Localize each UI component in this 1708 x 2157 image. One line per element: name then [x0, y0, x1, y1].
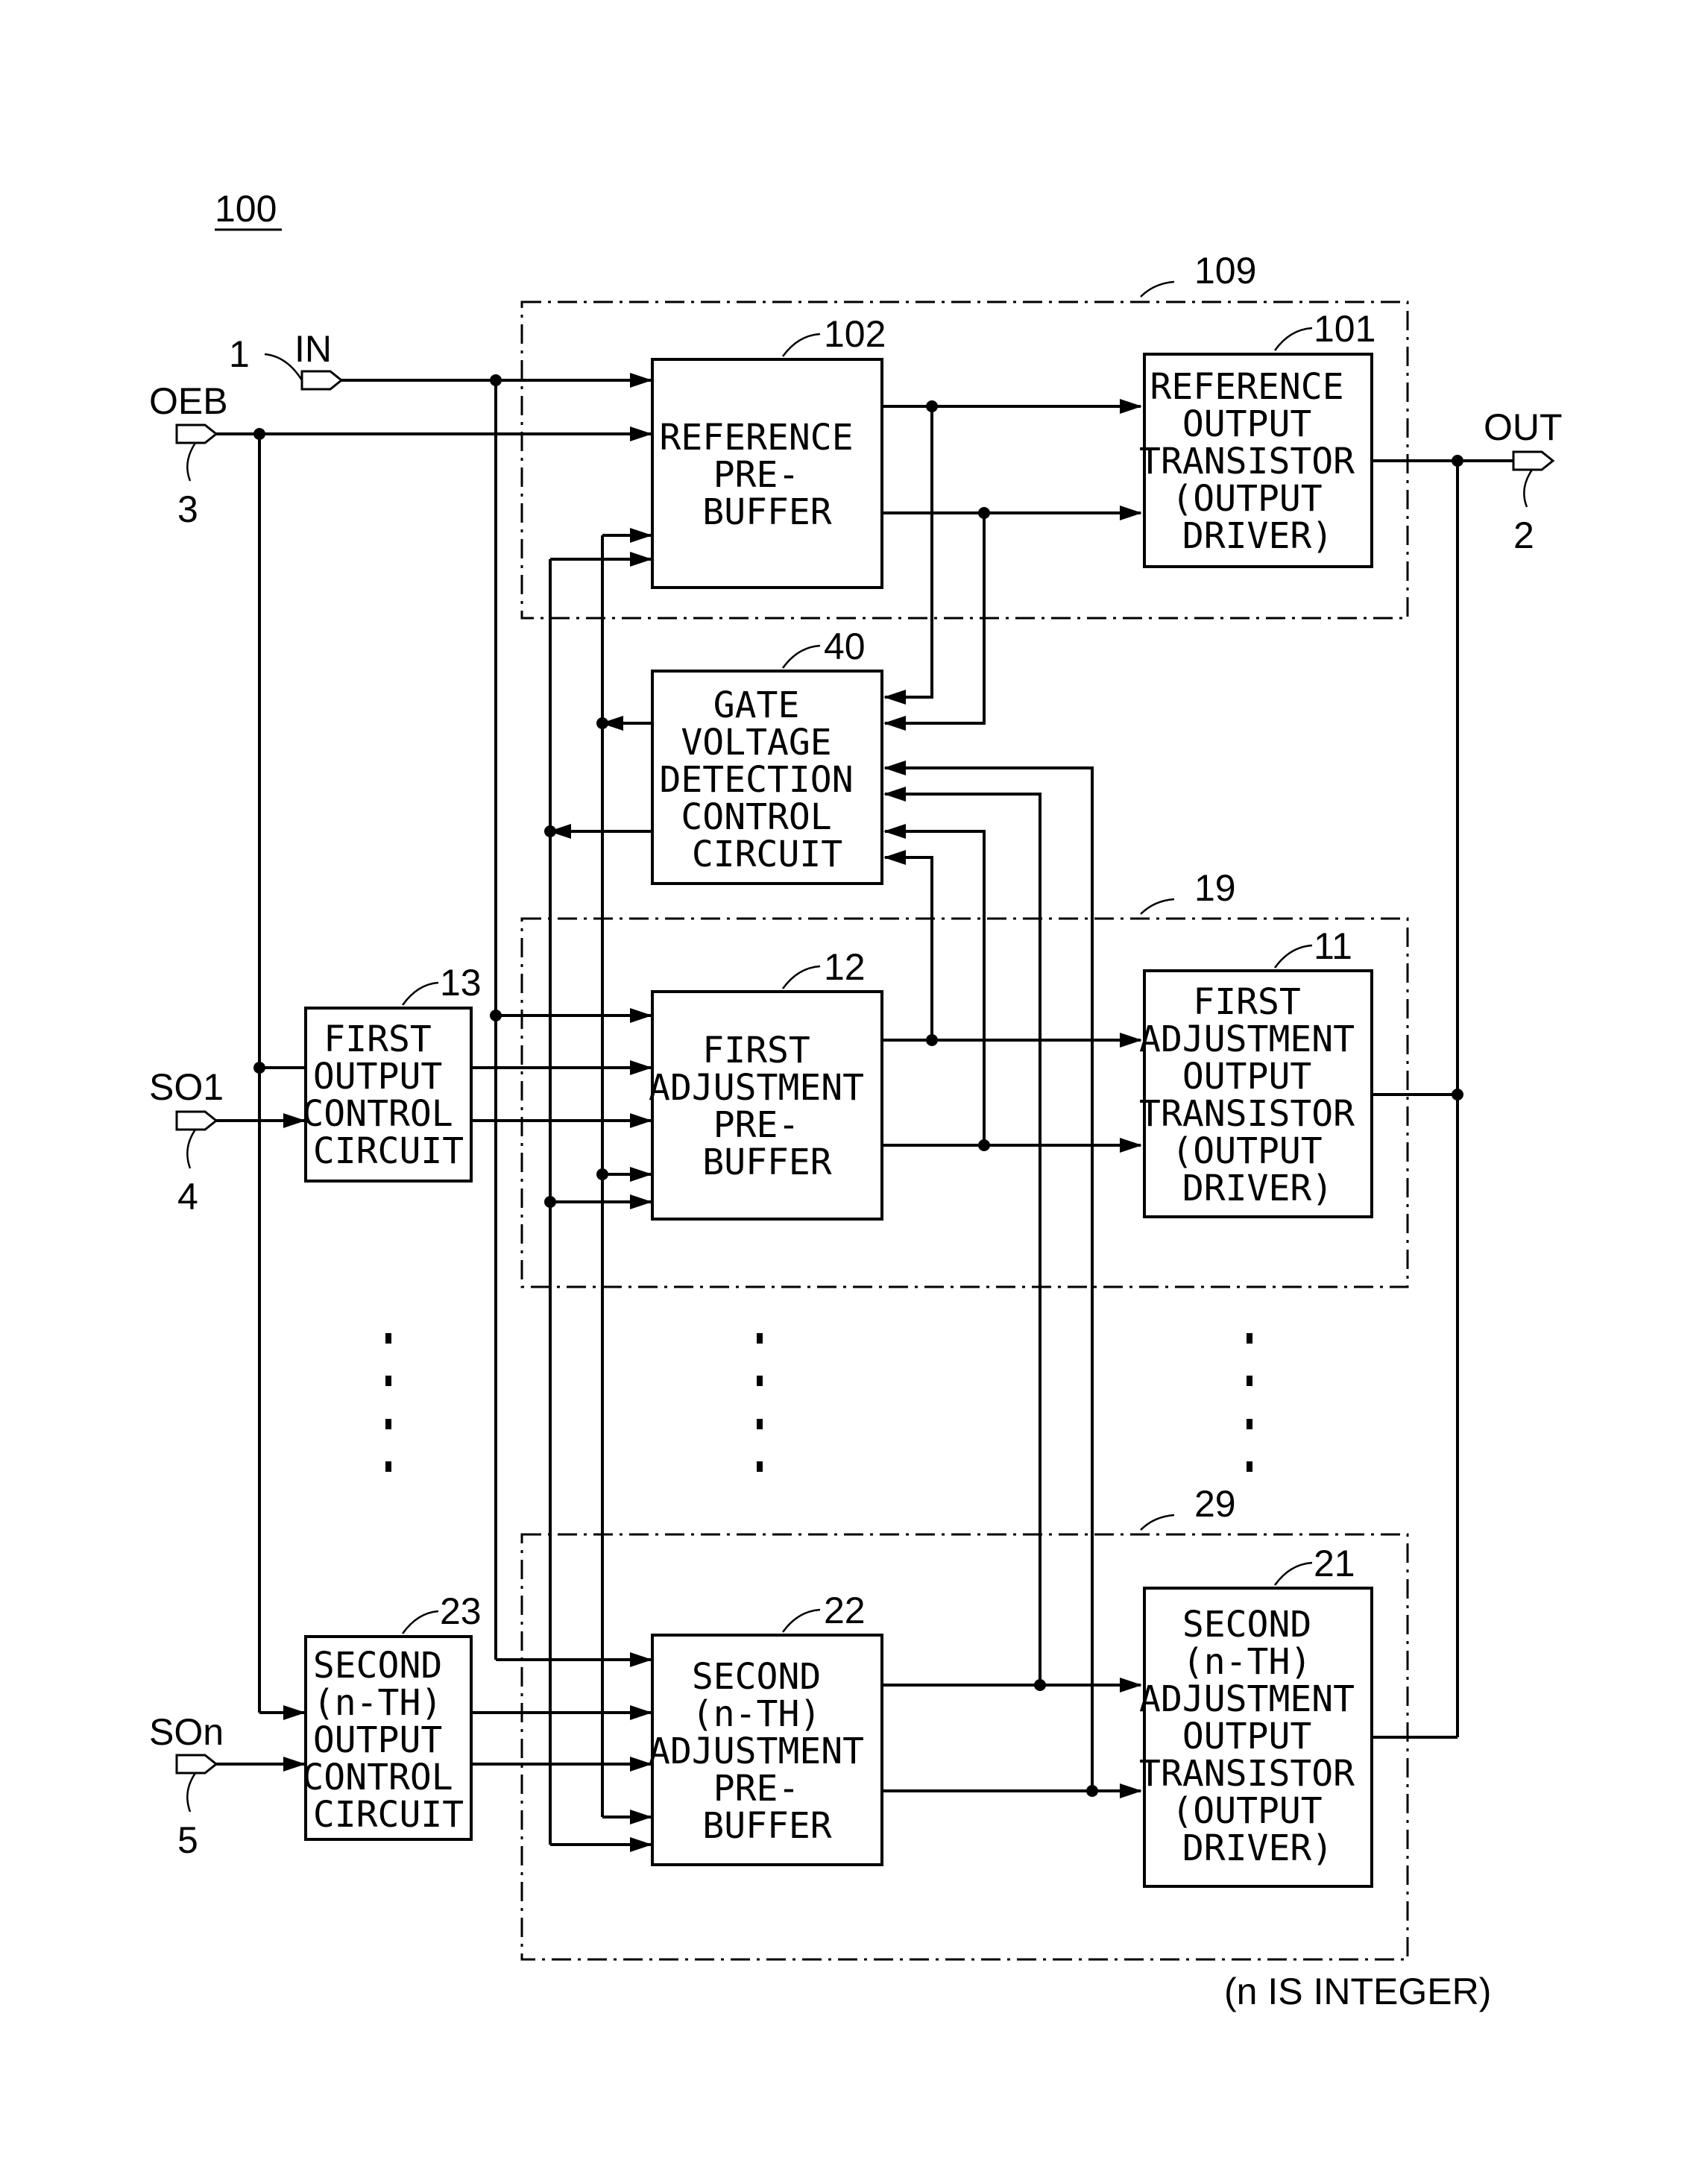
svg-text:12: 12 [824, 946, 866, 988]
svg-text:40: 40 [824, 626, 866, 667]
first-adjustment-pre-buffer: FIRST ADJUSTMENT PRE- BUFFER 12 [649, 946, 886, 1219]
svg-text:109: 109 [1194, 250, 1256, 292]
svg-text:5: 5 [177, 1819, 198, 1861]
svg-text:1: 1 [229, 333, 250, 375]
svg-text:102: 102 [824, 313, 886, 355]
integer-note: (n IS INTEGER) [1224, 1971, 1491, 2012]
nth-adjustment-pre-buffer: SECOND (n-TH) ADJUSTMENT PRE- BUFFER 22 [649, 1590, 886, 1865]
gate-voltage-detection-control-circuit: GATE VOLTAGE DETECTION CONTROL CIRCUIT 4… [652, 626, 882, 884]
terminal-oeb: OEB 3 [149, 380, 228, 530]
terminal-son: SOn 5 [149, 1711, 224, 1861]
svg-text:101: 101 [1314, 308, 1375, 350]
nth-output-control-circuit: SECOND (n-TH) OUTPUT CONTROL CIRCUIT 23 [302, 1590, 481, 1839]
svg-text:SECOND (n-TH) OUTP: SECOND (n-TH) OUTPUT CONTROL CIRCUIT [302, 1645, 474, 1836]
svg-text:100: 100 [215, 188, 277, 230]
svg-text:11: 11 [1314, 925, 1352, 967]
svg-text:FIRST OUTPUT CONTR: FIRST OUTPUT CONTROL CIRCUIT [302, 1018, 474, 1172]
group-label-ref: 109 [1141, 250, 1256, 297]
terminal-so1: SO1 4 [149, 1066, 224, 1218]
nth-adjustment-output-transistor: SECOND (n-TH) ADJUSTMENT OUTPUT TRANSIST… [1139, 1543, 1376, 1886]
svg-text:OUT: OUT [1484, 406, 1563, 448]
figure-ref: 100 [215, 188, 282, 230]
svg-text:OEB: OEB [149, 380, 228, 422]
svg-text:3: 3 [177, 488, 198, 530]
svg-text:29: 29 [1194, 1483, 1236, 1525]
svg-text:22: 22 [824, 1590, 866, 1631]
svg-text:2: 2 [1513, 514, 1534, 556]
first-output-control-circuit: FIRST OUTPUT CONTROL CIRCUIT 13 [302, 962, 481, 1181]
svg-text:21: 21 [1314, 1543, 1355, 1584]
reference-pre-buffer: REFERENCE PRE- BUFFER 102 [652, 313, 886, 588]
svg-text:13: 13 [440, 962, 482, 1004]
group-label-first: 19 [1141, 867, 1236, 914]
terminal-out: OUT 2 [1484, 406, 1563, 556]
svg-text:19: 19 [1194, 867, 1236, 909]
group-label-nth: 29 [1141, 1483, 1236, 1530]
first-adjustment-output-transistor: FIRST ADJUSTMENT OUTPUT TRANSISTOR (OUTP… [1139, 925, 1376, 1217]
svg-text:SO1: SO1 [149, 1066, 224, 1108]
svg-text:23: 23 [440, 1590, 482, 1632]
terminal-in: IN 1 [229, 328, 341, 389]
svg-text:IN: IN [294, 328, 332, 370]
reference-output-transistor: REFERENCE OUTPUT TRANSISTOR (OUTPUT DRIV… [1139, 308, 1376, 567]
svg-text:4: 4 [177, 1176, 198, 1218]
continuation-dots [385, 1333, 1252, 1472]
svg-text:SOn: SOn [149, 1711, 224, 1753]
